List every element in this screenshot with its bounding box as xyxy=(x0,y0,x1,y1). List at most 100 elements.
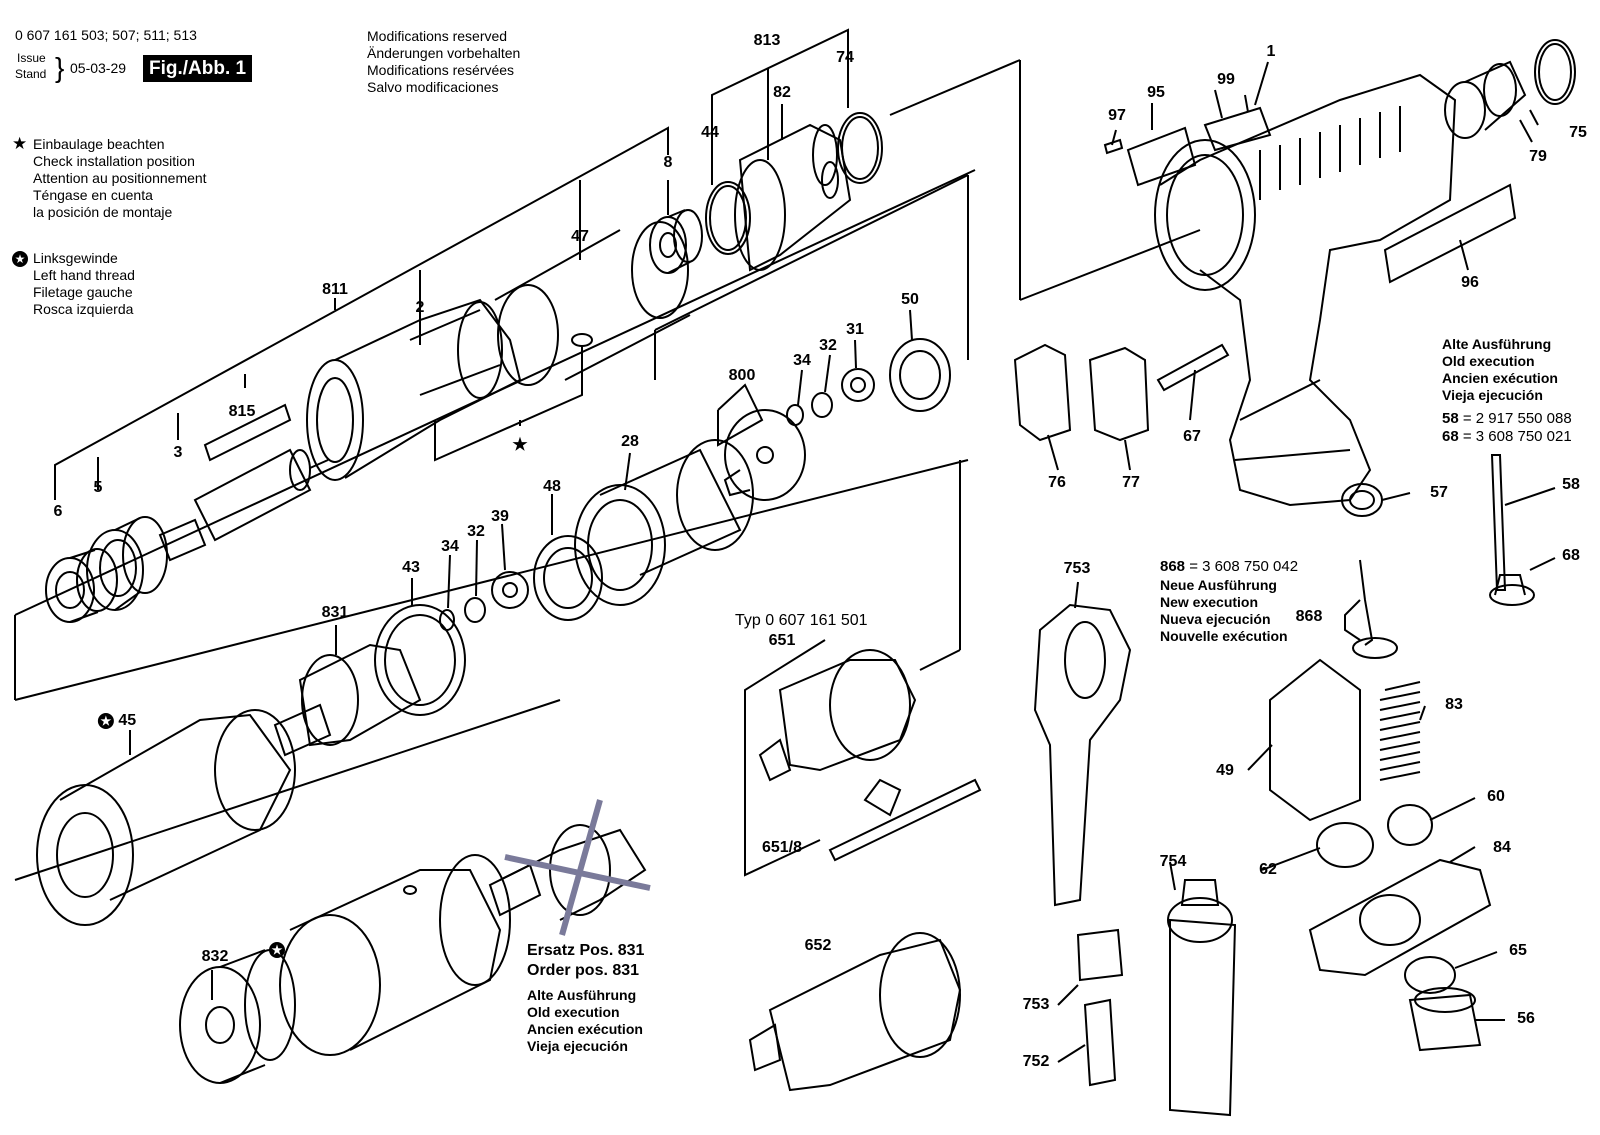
thread-note-line-3: Filetage gauche xyxy=(33,284,133,300)
left-thread-icon: ★ xyxy=(12,250,28,268)
thread-note-line-1: Linksgewinde xyxy=(33,250,118,266)
part-label-43: 43 xyxy=(402,559,420,576)
part-label-34a: 34 xyxy=(793,352,811,369)
part-label-56: 56 xyxy=(1517,1010,1535,1027)
part-label-800: 800 xyxy=(728,367,756,384)
part-label-754: 754 xyxy=(1159,853,1187,870)
part-label-97: 97 xyxy=(1108,107,1126,124)
part-label-99: 99 xyxy=(1217,71,1235,88)
part-label-50: 50 xyxy=(901,291,919,308)
part-label-60: 60 xyxy=(1487,788,1505,805)
part-label-83: 83 xyxy=(1445,696,1463,713)
part-label-1: 1 xyxy=(1266,43,1276,60)
part-label-58: 58 xyxy=(1562,476,1580,493)
left-thread-marker-icon-2: ★ xyxy=(269,941,285,959)
part-label-815: 815 xyxy=(228,403,256,420)
part-label-651-8: 651/8 xyxy=(761,839,803,856)
left-thread-marker-icon: ★ xyxy=(97,712,114,729)
new-exec-number: = 3 608 750 042 xyxy=(1189,558,1299,575)
part-label-31: 31 xyxy=(846,321,864,338)
brace: } xyxy=(55,52,65,83)
old-exec-right-line-3: Ancien exécution xyxy=(1442,370,1558,386)
stand-label: Stand xyxy=(15,67,47,81)
modifications-line-3: Modifications resérvées xyxy=(367,62,515,78)
part-label-652: 652 xyxy=(804,937,832,954)
install-note-line-4: Téngase en cuenta xyxy=(33,187,153,203)
replacement-old-line-1: Alte Ausführung xyxy=(527,987,637,1003)
thread-note-line-2: Left hand thread xyxy=(33,267,135,283)
part-label-651: 651 xyxy=(768,632,796,649)
part-label-32b: 32 xyxy=(467,523,485,540)
part-label-832: 832 xyxy=(201,948,229,965)
figure-label: Fig./Abb. 1 xyxy=(143,55,253,82)
old-exec-right-line-2: Old execution xyxy=(1442,353,1535,369)
new-exec-line-1: Neue Ausführung xyxy=(1160,577,1277,593)
part-label-57: 57 xyxy=(1430,484,1448,501)
old-exec-part-58: 58 = 2 917 550 088 xyxy=(1442,410,1572,427)
part-label-95: 95 xyxy=(1147,84,1165,101)
part-label-84: 84 xyxy=(1493,839,1511,856)
part-label-811: 811 xyxy=(322,281,348,298)
part-label-28: 28 xyxy=(621,433,639,450)
old-exec-part-58-pos: 58 xyxy=(1442,410,1459,427)
part-label-65: 65 xyxy=(1509,942,1527,959)
part-label-67: 67 xyxy=(1183,428,1201,445)
part-label-752: 752 xyxy=(1022,1053,1050,1070)
part-label-44: 44 xyxy=(701,124,719,141)
typ-label: Typ 0 607 161 501 xyxy=(735,612,868,629)
part-label-82: 82 xyxy=(773,84,791,101)
part-label-45-text: 45 xyxy=(118,712,137,729)
issue-label: Issue xyxy=(17,51,46,65)
thread-note-line-4: Rosca izquierda xyxy=(33,301,134,317)
part-label-753-handle: 753 xyxy=(1063,560,1091,577)
part-label-2: 2 xyxy=(415,299,425,316)
replacement-old-line-2: Old execution xyxy=(527,1004,620,1020)
modifications-line-1: Modifications reserved xyxy=(367,28,508,44)
replacement-line-2: Order pos. 831 xyxy=(527,962,640,979)
part-label-68: 68 xyxy=(1562,547,1580,564)
replacement-line-1: Ersatz Pos. 831 xyxy=(527,942,645,959)
replacement-old-line-4: Vieja ejecución xyxy=(527,1038,628,1054)
part-label-76: 76 xyxy=(1048,474,1066,491)
part-label-32a: 32 xyxy=(819,337,837,354)
modifications-line-4: Salvo modificaciones xyxy=(367,79,499,95)
part-label-34b: 34 xyxy=(441,538,459,555)
part-label-8: 8 xyxy=(663,154,673,171)
install-note-line-5: la posición de montaje xyxy=(33,204,173,220)
old-exec-part-68-number: = 3 608 750 021 xyxy=(1462,428,1572,445)
old-exec-right-line-4: Vieja ejecución xyxy=(1442,387,1543,403)
new-exec-line-4: Nouvelle exécution xyxy=(1160,628,1288,644)
install-note-line-3: Attention au positionnement xyxy=(33,170,207,186)
part-numbers: 0 607 161 503; 507; 511; 513 xyxy=(15,27,197,43)
part-label-868: 868 xyxy=(1295,608,1323,625)
new-exec-pos: 868 xyxy=(1160,558,1186,575)
part-label-75: 75 xyxy=(1569,124,1587,141)
install-star-marker: ★ xyxy=(512,435,528,454)
part-label-77: 77 xyxy=(1122,474,1140,491)
old-exec-right-line-1: Alte Ausführung xyxy=(1442,336,1552,352)
part-label-79: 79 xyxy=(1529,148,1547,165)
part-label-62: 62 xyxy=(1259,861,1277,878)
part-label-3: 3 xyxy=(173,444,183,461)
part-label-753-fitting: 753 xyxy=(1022,996,1050,1013)
replacement-old-line-3: Ancien exécution xyxy=(527,1021,643,1037)
part-label-49: 49 xyxy=(1216,762,1234,779)
old-exec-part-58-number: = 2 917 550 088 xyxy=(1462,410,1572,427)
install-star-icon: ★ xyxy=(12,134,28,153)
modifications-line-2: Änderungen vorbehalten xyxy=(367,45,521,61)
old-exec-part-68-pos: 68 xyxy=(1442,428,1459,445)
part-label-45: ★ 45 xyxy=(97,712,137,730)
install-note-line-2: Check installation position xyxy=(33,153,195,169)
part-label-831: 831 xyxy=(321,604,349,621)
part-label-74: 74 xyxy=(836,49,854,66)
install-note-line-1: Einbaulage beachten xyxy=(33,136,165,152)
part-label-48: 48 xyxy=(543,478,561,495)
new-exec-part-868: 868 = 3 608 750 042 xyxy=(1160,558,1298,575)
old-exec-part-68: 68 = 3 608 750 021 xyxy=(1442,428,1572,445)
issue-date: 05-03-29 xyxy=(70,60,127,76)
part-label-39: 39 xyxy=(491,508,509,525)
new-exec-line-3: Nueva ejecución xyxy=(1160,611,1271,627)
new-exec-line-2: New execution xyxy=(1160,594,1259,610)
part-label-47: 47 xyxy=(571,228,589,245)
